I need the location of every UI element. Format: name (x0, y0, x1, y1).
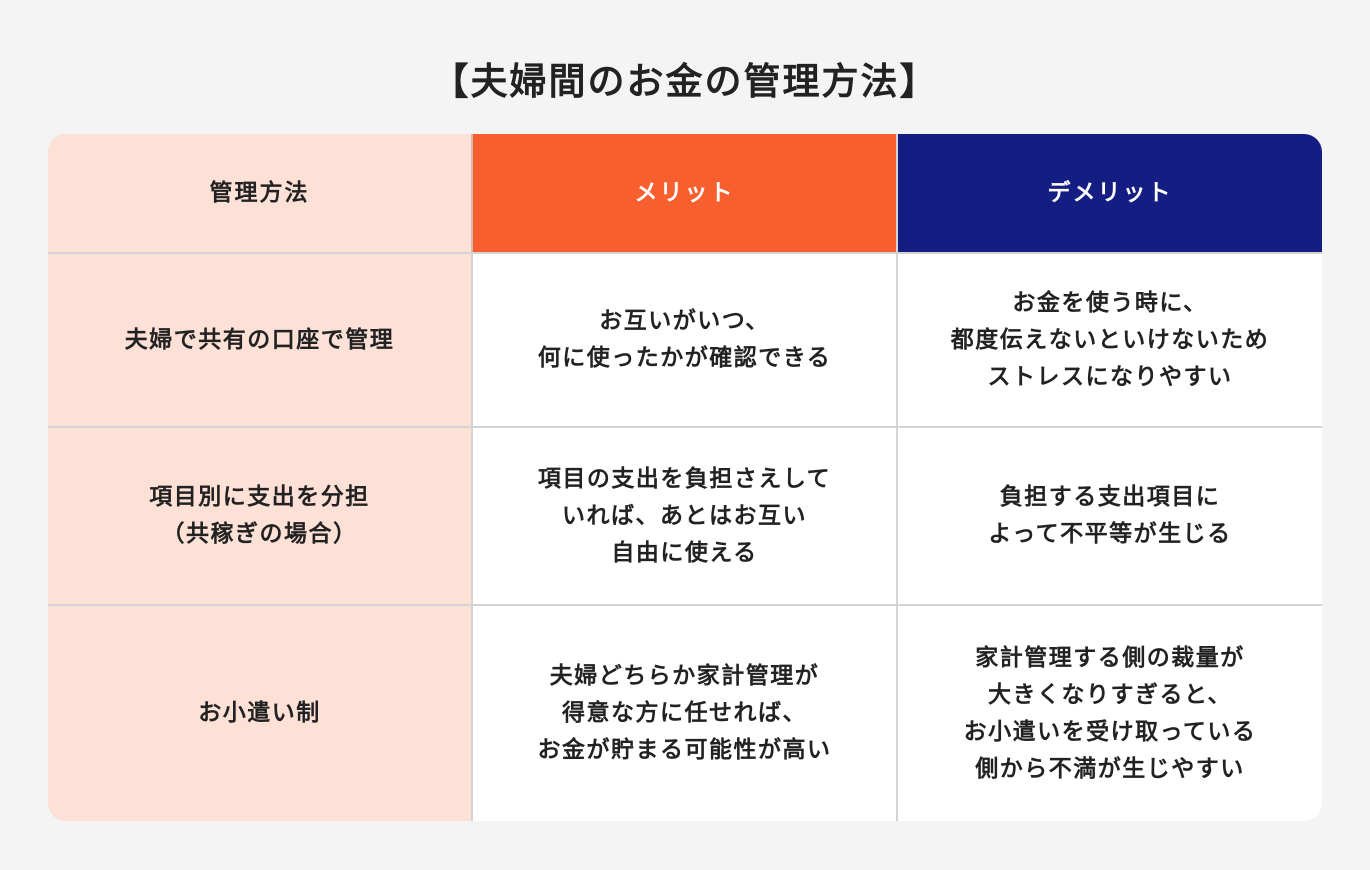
row-3-merit: 夫婦どちらか家計管理が 得意な方に任せれば、 お金が貯まる可能性が高い (473, 606, 896, 821)
row-3-demerit: 家計管理する側の裁量が 大きくなりすぎると、 お小遣いを受け取っている 側から不… (898, 606, 1322, 821)
column-divider (896, 428, 898, 604)
column-divider (471, 606, 473, 821)
column-divider (896, 254, 898, 426)
row-divider (48, 426, 1322, 428)
row-divider (48, 252, 1322, 254)
column-divider (471, 134, 473, 252)
page-title: 【夫婦間のお金の管理方法】 (431, 60, 939, 103)
column-divider (471, 428, 473, 604)
comparison-table: 管理方法 メリット デメリット 夫婦で共有の口座で管理 お互いがいつ、 何に使っ… (48, 134, 1322, 821)
column-divider (896, 134, 898, 252)
header-method: 管理方法 (48, 134, 471, 252)
row-3-method: お小遣い制 (48, 606, 471, 821)
column-divider (896, 606, 898, 821)
row-1-method: 夫婦で共有の口座で管理 (48, 254, 471, 426)
row-1-demerit: お金を使う時に、 都度伝えないといけないため ストレスになりやすい (898, 254, 1322, 426)
row-2-merit: 項目の支出を負担さえして いれば、あとはお互い 自由に使える (473, 428, 896, 604)
column-divider (471, 254, 473, 426)
header-merit: メリット (473, 134, 896, 252)
row-divider (48, 604, 1322, 606)
row-1-merit: お互いがいつ、 何に使ったかが確認できる (473, 254, 896, 426)
header-demerit: デメリット (898, 134, 1322, 252)
row-2-demerit: 負担する支出項目に よって不平等が生じる (898, 428, 1322, 604)
row-2-method: 項目別に支出を分担 （共稼ぎの場合） (48, 428, 471, 604)
